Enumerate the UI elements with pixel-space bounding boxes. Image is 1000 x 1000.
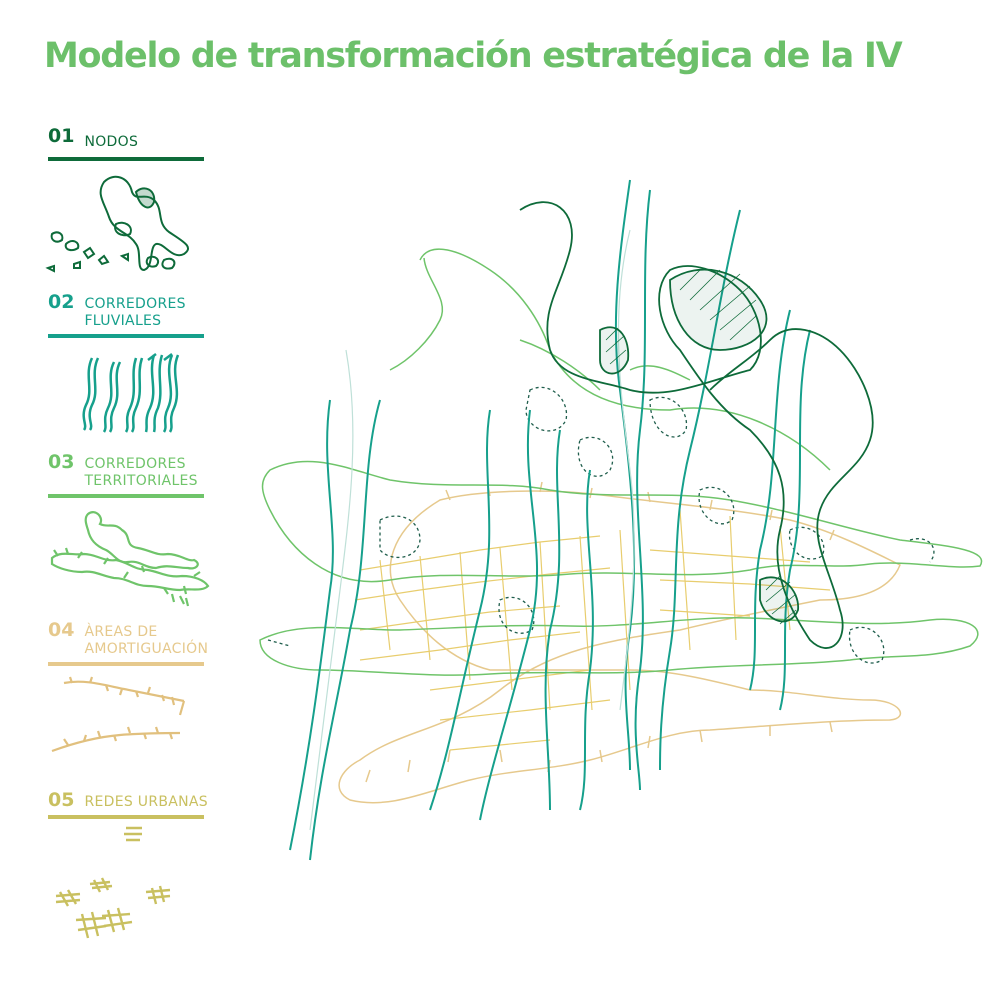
legend-rule bbox=[48, 662, 204, 666]
territorial-model-map bbox=[259, 179, 983, 861]
nodes-icon bbox=[45, 175, 189, 273]
legend-label: REDES URBANAS bbox=[84, 794, 208, 810]
legend-number: 04 bbox=[48, 619, 75, 641]
legend-item-areas-amortiguacion: 04 ÀREAS DE AMORTIGUACIÓN bbox=[48, 619, 208, 666]
legend-item-nodos: 01 NODOS bbox=[48, 126, 204, 161]
legend-number: 03 bbox=[48, 451, 75, 473]
page-title: Modelo de transformación estratégica de … bbox=[44, 36, 903, 76]
legend-rule bbox=[48, 815, 204, 819]
legend-label: ÀREAS DE AMORTIGUACIÓN bbox=[84, 624, 209, 657]
river-corridors-icon bbox=[82, 353, 180, 433]
node-hatching bbox=[605, 269, 797, 625]
legend-item-corredores-territoriales: 03 CORREDORES TERRITORIALES bbox=[48, 452, 204, 498]
dashed-node-outlines bbox=[267, 386, 935, 664]
legend-number: 01 bbox=[48, 125, 75, 147]
urban-networks-icon bbox=[55, 826, 171, 939]
legend-item-corredores-fluviales: 02 CORREDORES FLUVIALES bbox=[48, 292, 204, 338]
river-corridors bbox=[289, 179, 811, 861]
legend-rule bbox=[48, 334, 204, 338]
legend-rule bbox=[48, 494, 204, 498]
legend-label: CORREDORES TERRITORIALES bbox=[84, 456, 198, 489]
legend-label: CORREDORES FLUVIALES bbox=[84, 296, 186, 329]
legend-number: 05 bbox=[48, 789, 75, 811]
river-secondary-lines bbox=[309, 229, 635, 831]
legend-rule bbox=[48, 157, 204, 161]
legend-number: 02 bbox=[48, 291, 75, 313]
buffer-areas-icon bbox=[51, 676, 186, 753]
legend-label: NODOS bbox=[84, 134, 139, 150]
territorial-corridors-icon bbox=[50, 511, 210, 607]
legend-item-redes-urbanas: 05 REDES URBANAS bbox=[48, 789, 208, 819]
